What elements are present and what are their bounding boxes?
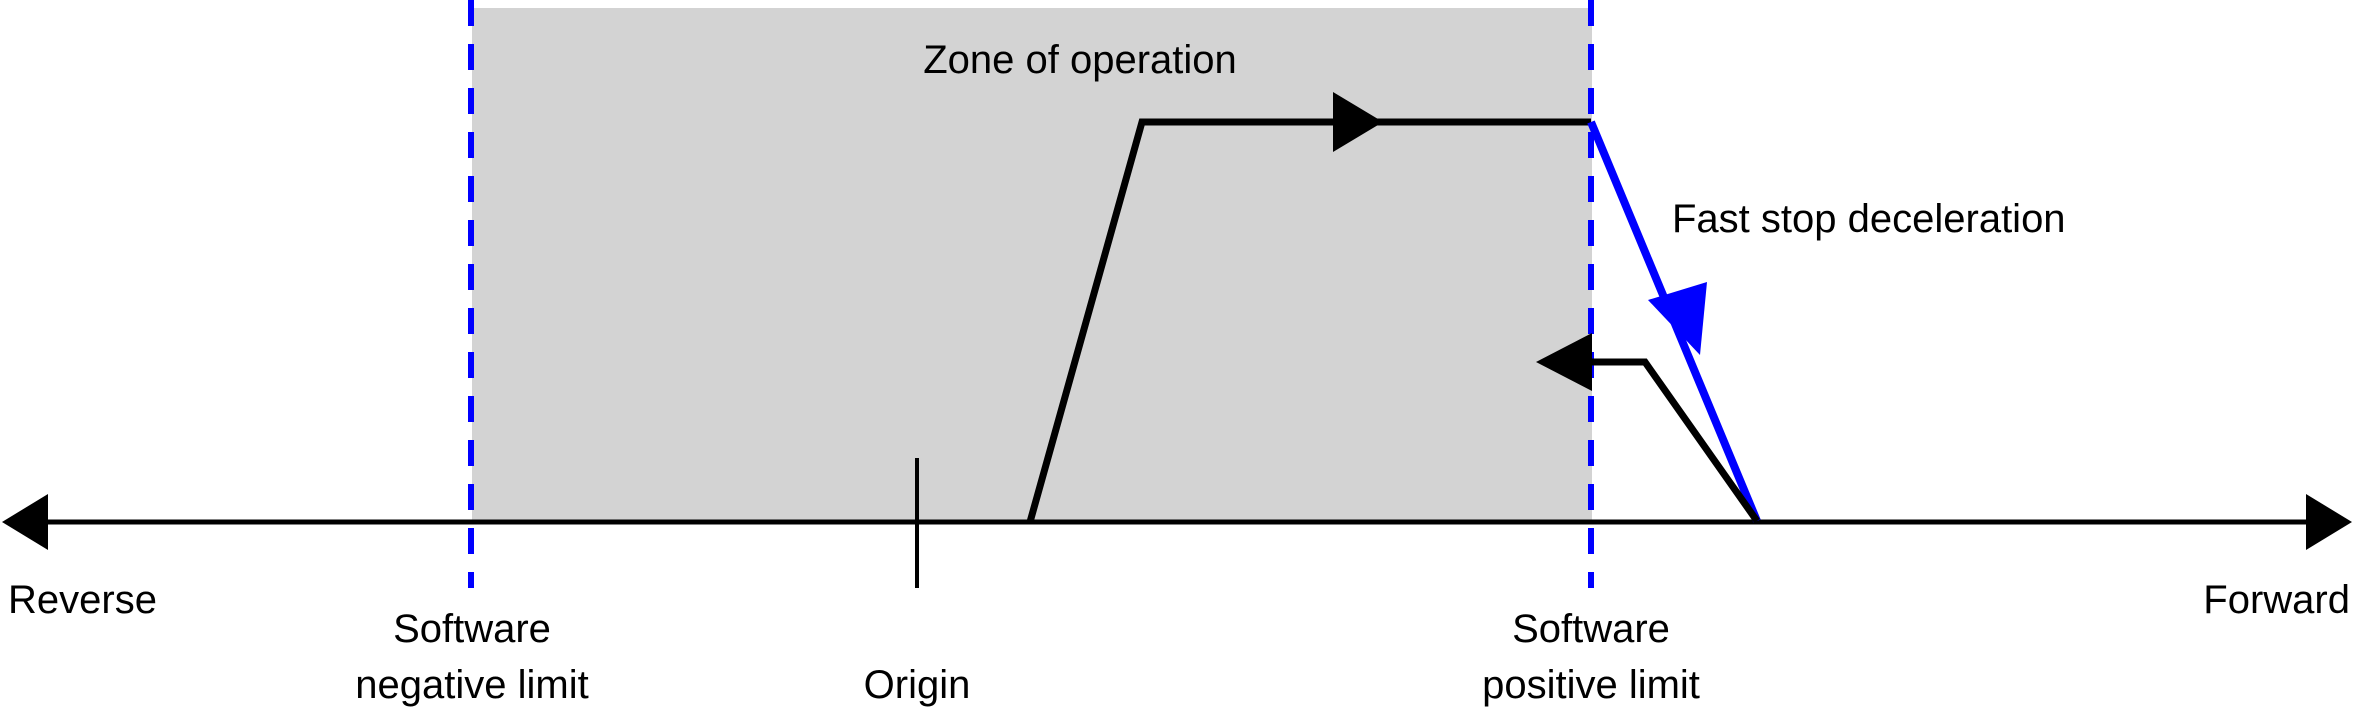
forward-arrowhead-icon	[2306, 494, 2352, 550]
zone-of-operation-label: Zone of operation	[923, 38, 1237, 82]
motion-trajectory-path	[1026, 118, 1591, 523]
return-to-limit-path	[1590, 358, 1760, 524]
reverse-arrowhead-icon	[2, 494, 48, 550]
software-negative-limit-label-line2: negative limit	[355, 663, 588, 707]
software-negative-limit-label-line1: Software	[393, 607, 551, 651]
fast-stop-deceleration-label: Fast stop deceleration	[1672, 197, 2066, 241]
trajectory-direction-arrowhead-icon	[1333, 92, 1383, 152]
software-positive-limit-label-line1: Software	[1512, 607, 1670, 651]
zone-of-operation-region	[472, 8, 1592, 522]
axis-forward-label: Forward	[2203, 578, 2350, 622]
fast-stop-arrowhead-icon	[1648, 282, 1707, 355]
axis-reverse-label: Reverse	[8, 578, 157, 622]
software-positive-limit-label-line2: positive limit	[1482, 663, 1700, 707]
origin-label: Origin	[864, 663, 971, 707]
return-arrowhead-icon	[1536, 333, 1592, 391]
